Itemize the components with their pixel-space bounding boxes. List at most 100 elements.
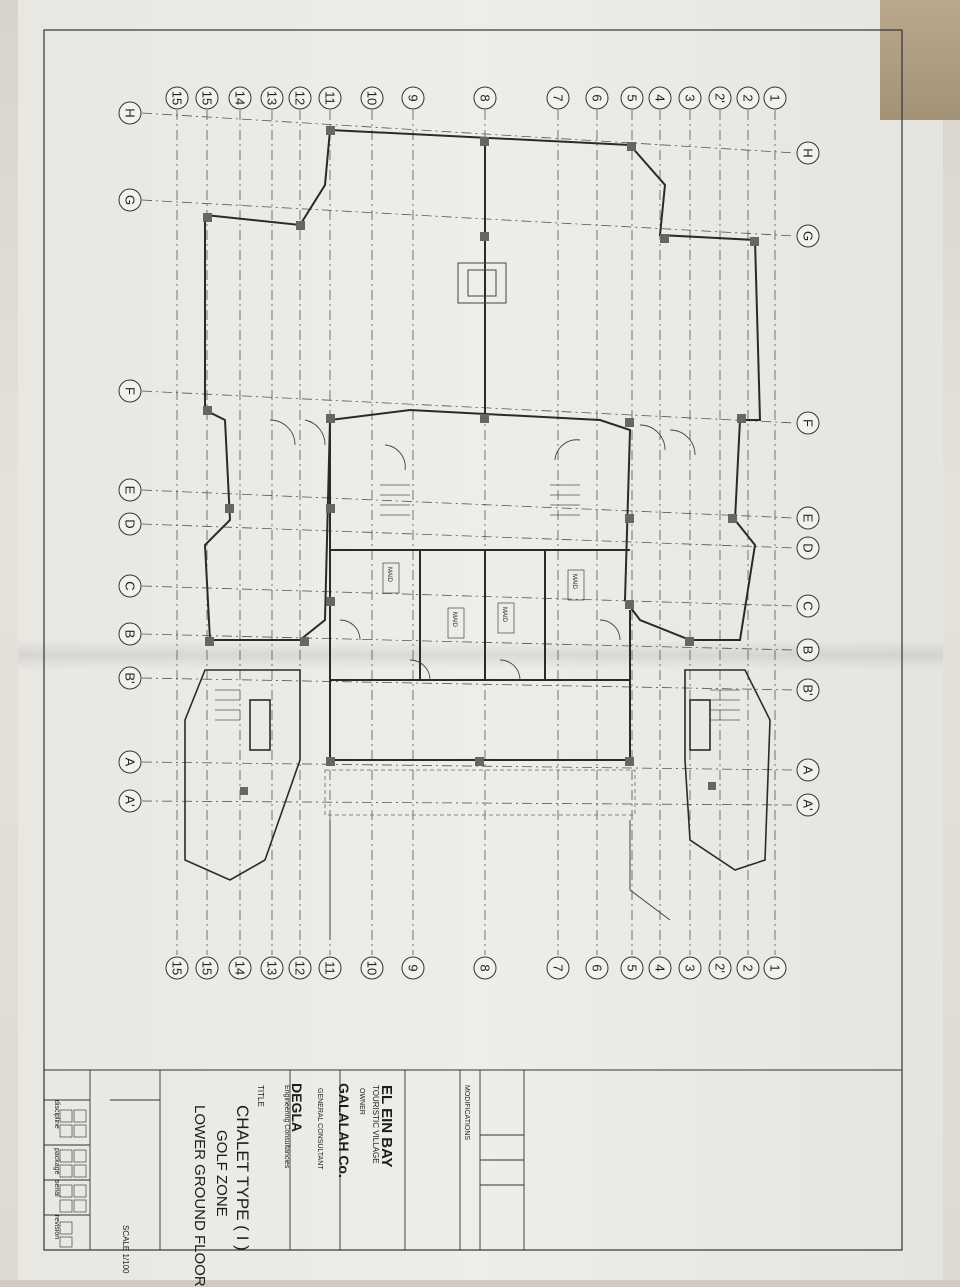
column-bubble-top-text: 11 bbox=[323, 91, 338, 105]
row-bubble-left-text: E bbox=[123, 486, 138, 495]
column-bubble-top-text: 13 bbox=[265, 91, 280, 105]
skylight-outer bbox=[457, 262, 507, 304]
row-bubble-left-text: A' bbox=[123, 795, 138, 806]
column-bubble-top-text: 8 bbox=[478, 94, 493, 101]
row-grid-line bbox=[141, 112, 796, 154]
column-bubble-bottom: 15 bbox=[195, 956, 219, 980]
building-walls bbox=[203, 128, 762, 761]
column-bubble-top-text: 4 bbox=[653, 94, 668, 101]
package-label: package bbox=[53, 1148, 60, 1175]
row-grid-line bbox=[141, 199, 796, 237]
deck-outline bbox=[324, 769, 636, 816]
column-bubble-bottom: 4 bbox=[648, 956, 672, 980]
drawing-title-line-1: CHALET TYPE ( I ) bbox=[233, 1105, 252, 1251]
title-block-frame bbox=[43, 1069, 525, 1251]
column-bubble-top: 12 bbox=[288, 86, 312, 110]
column-bubble-bottom-text: 3 bbox=[683, 964, 698, 971]
door-swings bbox=[269, 419, 696, 681]
column-bubble-bottom: 15 bbox=[165, 956, 189, 980]
row-bubble-right: C bbox=[796, 594, 820, 618]
row-bubble-left: D bbox=[118, 512, 142, 536]
row-bubble-left-text: C bbox=[123, 581, 138, 590]
column-bubble-top-text: 15 bbox=[200, 91, 215, 105]
column-bubble-top-text: 10 bbox=[365, 91, 380, 105]
row-bubble-left-text: H bbox=[123, 108, 138, 117]
stairs bbox=[215, 484, 740, 721]
column-bubble-top: 9 bbox=[401, 86, 425, 110]
owner-label: OWNER bbox=[358, 1088, 365, 1115]
row-bubble-left-text: B' bbox=[123, 672, 138, 683]
scale-label: SCALE 1/100 bbox=[121, 1225, 130, 1274]
row-bubble-right-text: E bbox=[801, 514, 816, 523]
row-bubble-left-text: D bbox=[123, 519, 138, 528]
row-bubble-right-text: A' bbox=[801, 799, 816, 810]
row-bubble-right-text: G bbox=[801, 231, 816, 241]
column-bubble-bottom-text: 15 bbox=[200, 961, 215, 975]
row-bubble-left: F bbox=[118, 379, 142, 403]
column-bubble-top-text: 6 bbox=[590, 94, 605, 101]
room-label-maid: MAID bbox=[451, 612, 457, 628]
column-bubble-top: 7 bbox=[546, 86, 570, 110]
row-bubble-left-text: F bbox=[123, 387, 138, 395]
column-bubble-bottom: 7 bbox=[546, 956, 570, 980]
column-bubble-bottom: 10 bbox=[360, 956, 384, 980]
column-bubble-top-text: 2 bbox=[741, 94, 756, 101]
row-bubble-right: D bbox=[796, 536, 820, 560]
column-bubble-bottom: 2 bbox=[736, 956, 760, 980]
column-bubble-top: 10 bbox=[360, 86, 384, 110]
room-label-maid: MAID bbox=[571, 574, 577, 590]
row-bubble-right-text: B bbox=[801, 646, 816, 655]
row-grid-line bbox=[141, 523, 796, 549]
sheet-border bbox=[43, 29, 903, 1251]
structural-columns bbox=[203, 126, 759, 795]
column-bubble-bottom: 5 bbox=[620, 956, 644, 980]
owner-company-logo: GALALAH Co. bbox=[336, 1083, 352, 1178]
consultant-company-logo: DEGLA bbox=[289, 1083, 305, 1132]
column-bubble-top-text: 5 bbox=[625, 94, 640, 101]
column-bubble-top: 2 bbox=[736, 86, 760, 110]
row-bubble-right-text: A bbox=[801, 766, 816, 775]
column-bubble-bottom-text: 2' bbox=[713, 963, 728, 973]
row-bubble-right-text: C bbox=[801, 601, 816, 610]
revision-label: revision bbox=[53, 1215, 60, 1240]
column-bubble-bottom: 2' bbox=[708, 956, 732, 980]
drawing-title-line-3: LOWER GROUND FLOOR bbox=[191, 1105, 208, 1287]
column-bubble-bottom-text: 11 bbox=[323, 961, 338, 975]
row-bubble-right: B bbox=[796, 638, 820, 662]
row-bubble-right-text: B' bbox=[801, 684, 816, 695]
column-bubble-top-text: 2' bbox=[713, 93, 728, 103]
room-label-maid: MAID bbox=[501, 607, 507, 623]
discipline-label: discipline bbox=[53, 1100, 60, 1129]
column-bubble-bottom-text: 7 bbox=[551, 964, 566, 971]
column-bubble-top-text: 9 bbox=[406, 94, 421, 101]
consultant-subtitle: Engineering Consultancies bbox=[283, 1085, 290, 1169]
column-bubble-top: 8 bbox=[473, 86, 497, 110]
row-bubble-left: H bbox=[118, 101, 142, 125]
row-bubble-left: A bbox=[118, 750, 142, 774]
column-bubble-bottom-text: 4 bbox=[653, 964, 668, 971]
column-bubble-bottom: 14 bbox=[228, 956, 252, 980]
column-bubble-top: 14 bbox=[228, 86, 252, 110]
column-bubble-bottom: 9 bbox=[401, 956, 425, 980]
column-bubble-bottom-text: 15 bbox=[170, 961, 185, 975]
general-consultant-label: GENERAL CONSULTANT bbox=[316, 1088, 323, 1170]
column-bubble-top: 1 bbox=[763, 86, 787, 110]
column-bubble-bottom-text: 6 bbox=[590, 964, 605, 971]
row-grid-line bbox=[141, 677, 796, 691]
row-grid-line bbox=[141, 489, 796, 519]
column-bubble-bottom-text: 14 bbox=[233, 961, 248, 975]
modifications-label: MODIFICATIONS bbox=[463, 1085, 470, 1141]
column-bubble-bottom: 1 bbox=[763, 956, 787, 980]
terrace-outlines bbox=[184, 669, 771, 881]
row-bubble-right: E bbox=[796, 506, 820, 530]
column-bubble-top-text: 15 bbox=[170, 91, 185, 105]
serial-label: serial bbox=[53, 1180, 60, 1197]
column-bubble-top: 11 bbox=[318, 86, 342, 110]
column-bubble-bottom-text: 10 bbox=[365, 961, 380, 975]
column-bubble-bottom: 11 bbox=[318, 956, 342, 980]
column-bubble-bottom: 3 bbox=[678, 956, 702, 980]
row-bubble-left-text: G bbox=[123, 195, 138, 205]
row-bubble-left: A' bbox=[118, 789, 142, 813]
row-bubble-left: E bbox=[118, 478, 142, 502]
